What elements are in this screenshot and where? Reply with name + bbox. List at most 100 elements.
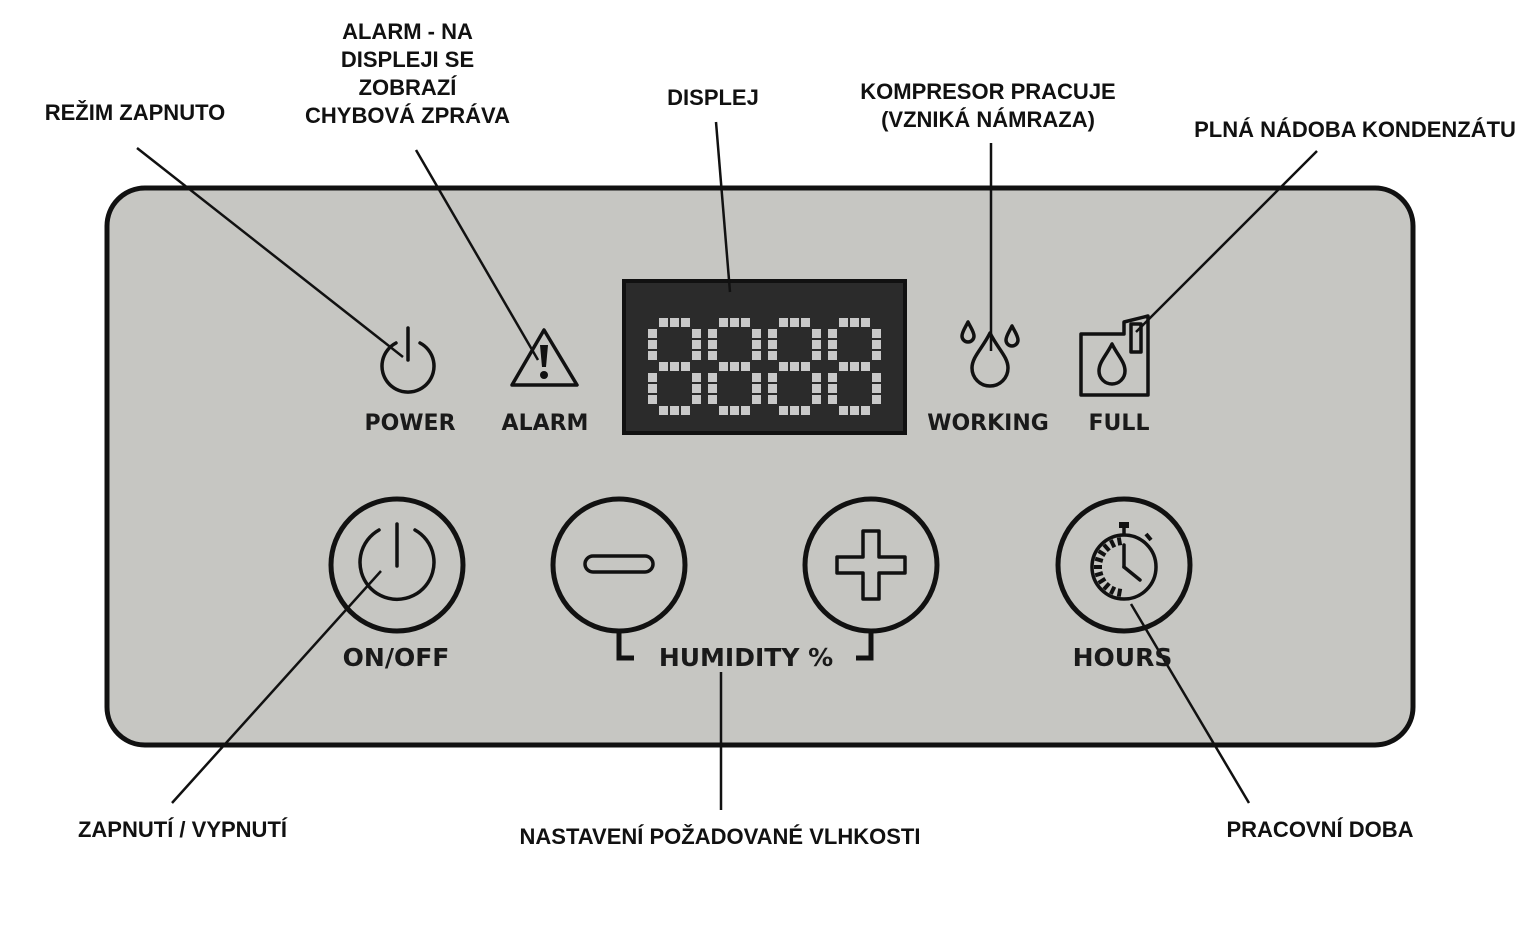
display-segment [741, 406, 750, 415]
display-segment [850, 318, 859, 327]
display-segment [719, 406, 728, 415]
display-segment [828, 373, 837, 382]
display-segment [719, 318, 728, 327]
display-segment [768, 340, 777, 349]
dial-tick [1094, 556, 1104, 563]
display-segment [708, 329, 717, 338]
display-segment [779, 406, 788, 415]
display-segment [812, 384, 821, 393]
display-segment [659, 362, 668, 371]
display-segment [648, 384, 657, 393]
display-segment [692, 373, 701, 382]
display-segment [752, 329, 761, 338]
display-segment [872, 395, 881, 404]
on-off-button-label: ON/OFF [342, 643, 450, 672]
humidity-bracket [616, 631, 634, 661]
power-indicator-label: POWER [364, 411, 456, 436]
display-segment [692, 329, 701, 338]
callout-lines [136, 121, 1318, 810]
display-digits [648, 318, 881, 415]
display-segment [719, 362, 728, 371]
display-segment [861, 406, 870, 415]
display-segment [872, 373, 881, 382]
display-segment [670, 318, 679, 327]
working-indicator-label: WORKING [927, 411, 1049, 436]
display-segment [812, 373, 821, 382]
display-segment [708, 373, 717, 382]
display-segment [861, 318, 870, 327]
callout-working-time: PRACOVNÍ DOBA [1226, 817, 1414, 842]
display-segment [670, 406, 679, 415]
display-segment [872, 340, 881, 349]
display-segment [752, 373, 761, 382]
display-segment [801, 362, 810, 371]
display-segment [730, 362, 739, 371]
dial-tick [1109, 585, 1117, 595]
display-segment [692, 351, 701, 360]
display-segment [659, 318, 668, 327]
display-segment [741, 362, 750, 371]
display-segment [828, 351, 837, 360]
leader-line-power [136, 147, 404, 358]
dial-tick [1097, 549, 1107, 558]
display-segment [648, 373, 657, 382]
humidity-plus-button[interactable] [802, 496, 940, 634]
display-segment [741, 318, 750, 327]
display-segment [708, 384, 717, 393]
display-segment [692, 384, 701, 393]
display-segment [752, 340, 761, 349]
callout-humidity-setting: NASTAVENÍ POŽADOVANÉ VLHKOSTI [519, 824, 921, 849]
leader-line-full [1135, 150, 1318, 333]
display-segment [681, 362, 690, 371]
water-drops-icon [960, 320, 1020, 388]
display-digit [768, 318, 821, 415]
display-segment [850, 362, 859, 371]
callout-power-mode: REŽIM ZAPNUTO [44, 100, 226, 125]
full-tank-icon [1079, 314, 1150, 397]
alarm-indicator-label: ALARM [501, 411, 589, 436]
humidity-label: HUMIDITY % [658, 643, 834, 672]
callout-compressor: KOMPRESOR PRACUJE (VZNIKÁ NÁMRAZA) [860, 79, 1116, 132]
display-segment [708, 395, 717, 404]
display-segment [768, 373, 777, 382]
display-segment [812, 351, 821, 360]
humidity-minus-button[interactable] [550, 496, 688, 634]
display-segment [812, 395, 821, 404]
display-segment [730, 406, 739, 415]
callout-display: DISPLEJ [667, 85, 759, 110]
dial-tick [1116, 588, 1123, 597]
display-segment [730, 318, 739, 327]
display-segment [648, 340, 657, 349]
hours-button-label: HOURS [1072, 643, 1173, 672]
display-segment [779, 362, 788, 371]
display-segment [752, 384, 761, 393]
display-segment [839, 362, 848, 371]
leader-line-onoff [171, 570, 382, 804]
display-segment [828, 395, 837, 404]
leader-line-alarm [414, 149, 540, 361]
display-segment [692, 340, 701, 349]
callout-full-tank: PLNÁ NÁDOBA KONDENZÁTU [1194, 117, 1516, 142]
display-segment [681, 406, 690, 415]
dial-tick [1102, 582, 1111, 591]
display-segment [768, 384, 777, 393]
leader-line-hours [1129, 603, 1251, 804]
display-segment [828, 340, 837, 349]
display-digit [828, 318, 881, 415]
display-segment [768, 395, 777, 404]
display-segment [861, 362, 870, 371]
display-segment [801, 318, 810, 327]
stopwatch-icon [1090, 522, 1158, 601]
display-segment [648, 395, 657, 404]
on-off-button[interactable] [328, 496, 466, 634]
display-segment [752, 351, 761, 360]
display-segment [692, 395, 701, 404]
display-segment [790, 318, 799, 327]
display-segment [872, 384, 881, 393]
display-segment [801, 406, 810, 415]
display-segment [768, 351, 777, 360]
display-segment [872, 351, 881, 360]
warning-triangle-icon [510, 328, 579, 387]
display-segment [839, 406, 848, 415]
